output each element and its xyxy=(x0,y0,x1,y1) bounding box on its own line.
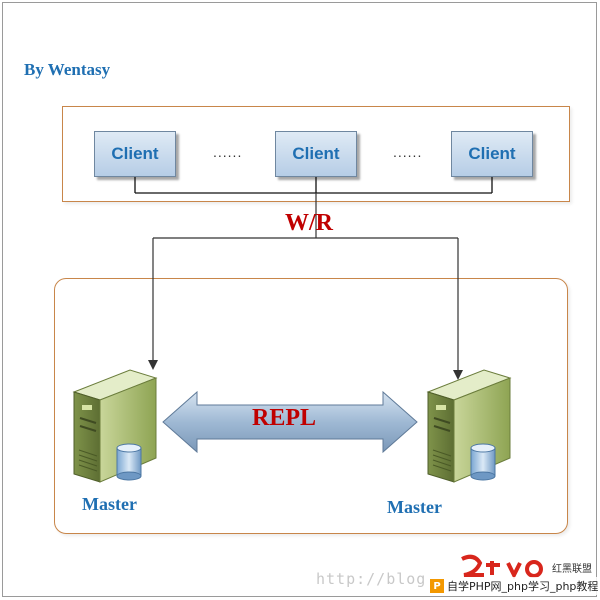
client-bus-lines xyxy=(134,177,493,194)
repl-double-arrow xyxy=(162,390,418,454)
master-label-2: Master xyxy=(387,497,442,517)
byline: By Wentasy xyxy=(24,60,111,79)
client-node-3: Client xyxy=(451,131,533,177)
watermark-bar-icon: P xyxy=(430,579,444,593)
client-separator-1: ...... xyxy=(213,144,243,160)
servers-group-box xyxy=(54,278,568,534)
wr-arrowhead-left xyxy=(148,360,158,370)
watermark-bar-text: 自学PHP网_php学习_php教程 xyxy=(447,580,599,593)
client-node-1: Client xyxy=(94,131,176,177)
client-node-2: Client xyxy=(275,131,357,177)
wr-connector xyxy=(152,193,459,372)
master-label-1: Master xyxy=(82,494,137,514)
watermark-brand: 红黑联盟 xyxy=(552,564,592,575)
client-separator-2: ...... xyxy=(393,144,423,160)
watermark-logo-icon xyxy=(461,554,543,580)
server-icon-2 xyxy=(426,369,512,483)
wr-label: W/R xyxy=(285,210,333,236)
server-icon-1 xyxy=(72,369,158,483)
watermark-bar: P 自学PHP网_php学习_php教程 xyxy=(430,577,600,595)
wr-arrowhead-right xyxy=(453,370,463,380)
watermark-url: http://blog xyxy=(316,570,427,588)
repl-label: REPL xyxy=(252,405,317,431)
